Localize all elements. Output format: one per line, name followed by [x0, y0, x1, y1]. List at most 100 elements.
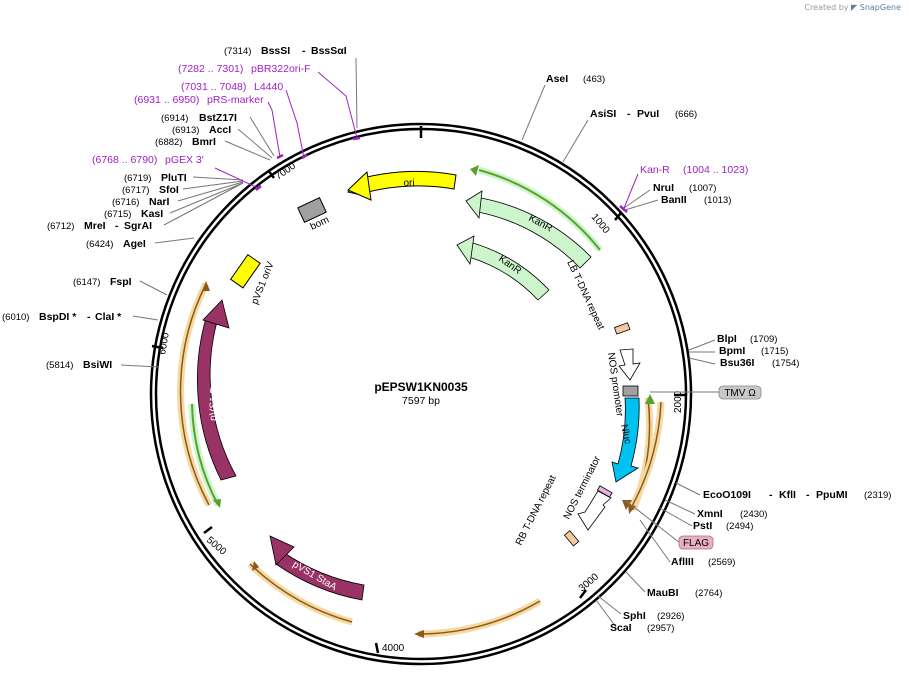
site-name: BmrI	[192, 136, 216, 148]
tick-label-2000: 2000	[673, 390, 684, 413]
backbone-outer-ring	[149, 122, 693, 666]
nos-promoter-feature	[618, 348, 641, 381]
orf-arcs	[177, 166, 665, 638]
site-xmni: XmnI (2430)	[697, 508, 767, 520]
lb-repeat-feature	[613, 322, 631, 335]
pvs1-staa-arrowhead	[269, 535, 295, 566]
site-name: AflIII	[671, 556, 694, 568]
site-name: BspDI *	[39, 311, 77, 323]
tmv-label: TMV Ω	[724, 388, 756, 399]
bom-feature	[297, 197, 327, 223]
tick-marks	[151, 126, 686, 654]
site-pos: (2319)	[864, 490, 891, 501]
site-blpi: BlpI (1709)	[717, 333, 777, 345]
site-pos: (1709)	[750, 334, 777, 345]
site-pos: (7314)	[224, 46, 251, 57]
svg-text:-: -	[302, 45, 306, 57]
lb-repeat-label: LB T-DNA repeat	[564, 259, 606, 332]
primer-lines	[214, 71, 639, 209]
site-name: EcoO109I	[703, 489, 751, 501]
site-pos: (1007)	[689, 183, 716, 194]
kanr-arrowhead-1	[465, 190, 483, 220]
svg-text:-: -	[769, 489, 773, 501]
site-agei: (6424) AgeI	[86, 238, 146, 250]
site-pos: (6147)	[73, 277, 100, 288]
site-aflii: AflIII (2569)	[671, 556, 735, 568]
site-name2: SgrAI	[124, 220, 152, 232]
site-bpmi: BpmI (1715)	[719, 345, 788, 357]
snapgene-logo-icon: ◤	[851, 3, 858, 12]
site-pos: (2926)	[657, 611, 684, 622]
site-name: SphI	[623, 610, 646, 622]
site-name2: KflI	[779, 489, 796, 501]
nos-terminator-feature	[577, 490, 612, 531]
ori-arrowhead	[347, 170, 372, 201]
site-bmri: (6882) BmrI	[155, 136, 216, 148]
svg-text:-: -	[806, 489, 810, 501]
site-banii: BanII (1013)	[661, 194, 731, 206]
kanr-arrowhead-2	[456, 235, 475, 266]
site-name: XmnI	[697, 508, 723, 520]
site-asisi: AsiSI - PvuI (666)	[590, 108, 697, 120]
plasmid-length: 7597 bp	[402, 395, 440, 407]
tick-label-7000: 7000	[273, 160, 298, 182]
primer-name: pGEX 3'	[165, 154, 204, 166]
site-name2: ClaI *	[95, 311, 122, 323]
credit-brand: SnapGene	[859, 3, 901, 12]
primer-name: pRS-marker	[207, 94, 264, 106]
site-acci: (6913) AccI	[172, 124, 231, 136]
svg-text:-: -	[627, 108, 631, 120]
site-name: PluTI	[161, 172, 187, 184]
ori-label: ori	[403, 178, 414, 189]
site-pos: (6719)	[124, 173, 151, 184]
site-psti: PstI (2494)	[693, 520, 753, 532]
site-name: ScaI	[610, 622, 632, 634]
svg-text:-: -	[115, 220, 119, 232]
site-name: SfoI	[159, 184, 179, 196]
nos-promoter-label: NOS promoter	[605, 352, 625, 418]
pvs1-repa-feature	[197, 317, 237, 481]
site-name: NarI	[149, 196, 170, 208]
plasmid-name: pEPSW1KN0035	[374, 380, 468, 394]
site-name: BpmI	[719, 345, 745, 357]
site-name: FspI	[110, 276, 132, 288]
nos-terminator-cap	[596, 485, 613, 498]
primer-marks	[255, 136, 628, 213]
tick-labels: 1000 2000 3000 4000 5000 6000 7000	[157, 160, 684, 654]
pvs1-repa-label: pVS1 RepA	[208, 368, 221, 421]
tick-label-5000: 5000	[204, 535, 228, 558]
site-name: MauBI	[647, 587, 679, 599]
site-name: Bsu36I	[720, 357, 755, 369]
site-pos: (666)	[675, 109, 697, 120]
site-kasi: (6715) KasI	[104, 208, 163, 220]
site-pos: (1754)	[772, 358, 799, 369]
site-pos: (6914)	[161, 113, 188, 124]
snapgene-credit: Created by ◤ SnapGene	[804, 3, 901, 12]
site-name: KasI	[141, 208, 163, 220]
site-nari: (6716) NarI	[112, 196, 170, 208]
site-bspdi: (6010) BspDI * - ClaI *	[2, 311, 122, 323]
site-pos: (2494)	[726, 521, 753, 532]
kanr-feature-1	[477, 197, 592, 269]
site-pos: (2430)	[740, 509, 767, 520]
site-eco: EcoO109I - KflI - PpuMI (2319)	[703, 489, 891, 501]
backbone-inner-ring	[154, 127, 688, 661]
primer-prs: (6931 .. 6950) pRS-marker	[134, 94, 264, 106]
site-pos: (6010)	[2, 312, 29, 323]
primer-range: (7282 .. 7301)	[178, 63, 243, 75]
site-name2: BssSαI	[311, 45, 347, 57]
site-pos: (1715)	[761, 346, 788, 357]
tmv-badge: TMV Ω	[718, 385, 762, 400]
primer-name: L4440	[254, 81, 283, 93]
site-pos: (6424)	[86, 239, 113, 250]
pvs1-repa-arrowhead	[202, 299, 230, 329]
primer-range: (6768 .. 6790)	[92, 154, 157, 166]
site-sphi: SphI (2926)	[623, 610, 684, 622]
site-pos: (5814)	[46, 360, 73, 371]
site-pos: (6712)	[47, 221, 74, 232]
tmv-site-feature	[622, 385, 639, 397]
site-pos: (6717)	[122, 185, 149, 196]
site-name: BstZ17I	[199, 112, 237, 124]
rb-repeat-label: RB T-DNA repeat	[514, 474, 559, 548]
primer-range: (6931 .. 6950)	[134, 94, 199, 106]
